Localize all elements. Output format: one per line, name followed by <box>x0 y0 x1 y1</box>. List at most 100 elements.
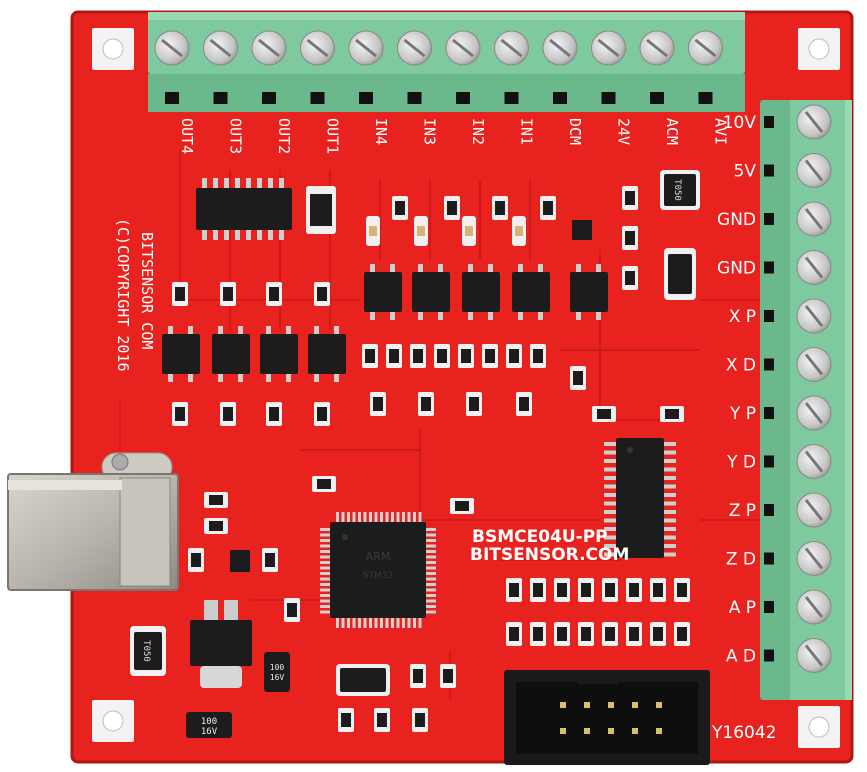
smd-resistor <box>660 406 684 422</box>
smd-resistor <box>506 622 522 646</box>
voltage-regulator <box>190 600 252 688</box>
top-screw <box>542 30 578 104</box>
board-model: BSMCE04U-PP <box>472 527 608 547</box>
smd-resistor <box>554 622 570 646</box>
smd-resistor <box>506 344 522 368</box>
smd-resistor <box>434 344 450 368</box>
cap-small-1: 100 16V <box>264 652 290 692</box>
right-terminal-label: Z P <box>729 501 756 521</box>
vendor-line1: BITSENSOR COM <box>138 232 156 349</box>
right-screw <box>764 104 832 140</box>
smd-resistor <box>602 578 618 602</box>
smd-resistor <box>314 282 330 306</box>
smd-resistor <box>386 344 402 368</box>
smd-resistor <box>440 664 456 688</box>
ic-soic-upper <box>196 178 292 240</box>
smd-resistor <box>626 622 642 646</box>
smd-resistor <box>412 708 428 732</box>
top-screw <box>348 30 384 104</box>
top-terminal-label: IN4 <box>372 118 390 145</box>
right-screw <box>764 153 832 188</box>
right-screw <box>764 347 832 382</box>
cap-left: T050 <box>130 626 166 676</box>
top-terminal-label: OUT1 <box>324 118 342 154</box>
svg-text:16V: 16V <box>270 673 285 682</box>
right-screw <box>764 250 832 285</box>
smd-resistor <box>172 402 188 426</box>
smd-resistor <box>338 708 354 732</box>
top-screw <box>300 30 335 104</box>
right-terminal-label: X P <box>729 307 756 327</box>
right-screw <box>764 541 832 576</box>
svg-text:ARM: ARM <box>366 550 391 563</box>
right-terminal-label: Z D <box>726 550 756 570</box>
top-terminal-label: AVI <box>712 118 730 145</box>
smd-resistor <box>530 344 546 368</box>
smd-resistor <box>410 664 426 688</box>
top-screw <box>591 30 626 104</box>
smd-led <box>512 216 526 246</box>
smd-resistor <box>506 578 522 602</box>
right-terminal-label: 5V <box>734 162 757 182</box>
right-screw <box>764 395 832 431</box>
smd-resistor <box>312 476 336 492</box>
top-terminal-label: OUT4 <box>178 118 196 154</box>
smd-led <box>366 216 380 246</box>
ic-soic-right <box>604 438 676 558</box>
smd-resistor <box>266 282 282 306</box>
smd-led <box>414 216 428 246</box>
optocoupler <box>162 326 200 382</box>
small-chip-upper <box>306 186 336 234</box>
right-screw <box>764 638 832 673</box>
smd-resistor <box>674 622 690 646</box>
right-terminal-label: Y P <box>729 404 756 424</box>
smd-resistor <box>516 392 532 416</box>
svg-text:T050: T050 <box>141 640 151 662</box>
smd-resistor <box>410 344 426 368</box>
inductor <box>336 664 390 696</box>
optocoupler <box>308 326 346 382</box>
smd-resistor <box>466 392 482 416</box>
smd-resistor <box>602 622 618 646</box>
top-terminal-label: OUT2 <box>275 118 293 154</box>
right-terminal-label: X D <box>726 356 756 376</box>
smd-resistor <box>578 578 594 602</box>
smd-resistor <box>650 622 666 646</box>
optocoupler <box>462 264 500 320</box>
svg-text:100: 100 <box>270 663 285 672</box>
optocouplers-upper <box>364 264 608 320</box>
smd-resistor <box>530 622 546 646</box>
top-terminal-label: IN1 <box>518 118 536 145</box>
corner-code: Y16042 <box>711 723 776 743</box>
optocouplers-left <box>162 326 346 382</box>
smd-resistor <box>284 598 300 622</box>
smd-resistor <box>530 578 546 602</box>
vendor-line2: (C)COPYRIGHT 2016 <box>114 218 132 372</box>
top-terminal-label: 24V <box>615 118 633 145</box>
top-terminal-label: DCM <box>566 118 584 145</box>
top-screw <box>688 30 723 104</box>
right-screw <box>764 298 832 334</box>
smd-resistor <box>172 282 188 306</box>
smd-resistor <box>674 578 690 602</box>
board-url: BITSENSOR.COM <box>470 545 629 565</box>
smd-resistor <box>622 266 638 290</box>
smd-resistor <box>458 344 474 368</box>
optocoupler <box>364 264 402 320</box>
smd-resistor <box>626 578 642 602</box>
smd-resistor <box>204 518 228 534</box>
idc-header <box>504 670 710 765</box>
smd-resistor <box>362 344 378 368</box>
top-terminal-label: IN3 <box>421 118 439 145</box>
svg-text:STM32: STM32 <box>363 571 393 581</box>
right-screw <box>764 201 832 237</box>
smd-resistor <box>622 226 638 250</box>
smd-resistor <box>204 492 228 508</box>
top-screw <box>203 30 238 104</box>
smd-transistor <box>230 220 592 572</box>
right-terminal-label: Y D <box>726 453 756 473</box>
smd-resistor <box>418 392 434 416</box>
